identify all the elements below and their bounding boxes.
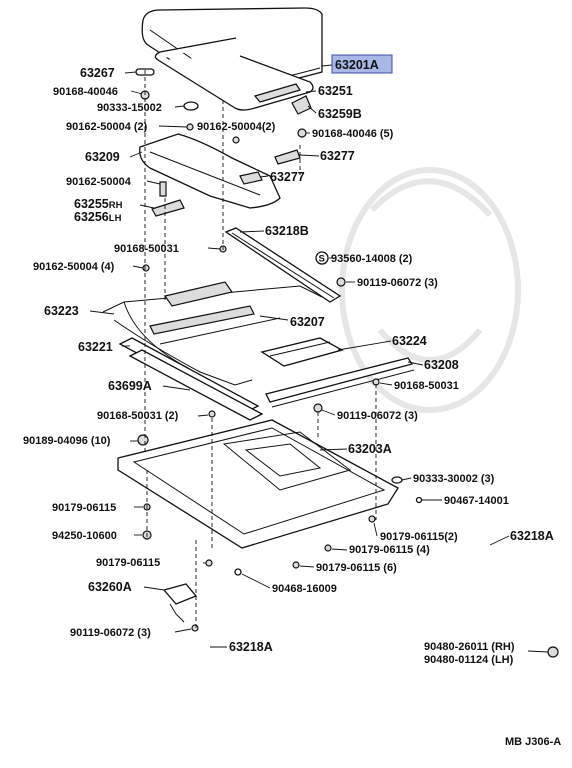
- clamp-90468-16009[interactable]: [234, 568, 242, 576]
- label-90179-06115-b[interactable]: 90179-06115: [96, 557, 160, 569]
- label-63201a[interactable]: 63201A: [335, 58, 379, 72]
- s-symbol-text: S: [319, 254, 325, 265]
- screw-90162-50004[interactable]: [159, 181, 167, 197]
- watermark-logo: [339, 167, 521, 413]
- rail-63208[interactable]: [265, 357, 414, 403]
- label-90179-06115-a[interactable]: 90179-06115: [52, 502, 116, 514]
- label-63251[interactable]: 63251: [318, 84, 353, 98]
- label-63267[interactable]: 63267: [80, 66, 115, 80]
- label-90333-30002[interactable]: 90333-30002 (3): [413, 473, 495, 485]
- label-90119-06072-b[interactable]: 90119-06072 (3): [337, 410, 418, 422]
- label-93560-14008[interactable]: 93560-14008 (2): [331, 253, 413, 265]
- bolt-90179-06115-2[interactable]: [368, 515, 376, 523]
- s-symbol: [315, 251, 329, 265]
- label-90179-06115-2[interactable]: 90179-06115(2): [380, 531, 458, 543]
- label-90480-01124[interactable]: 90480-01124 (LH): [424, 654, 514, 666]
- motor-63260a[interactable]: [162, 583, 198, 623]
- label-90179-06115-4[interactable]: 90179-06115 (4): [349, 544, 430, 556]
- clip-90189-04096[interactable]: [137, 434, 149, 446]
- bolt-90179-06115-6[interactable]: [292, 561, 300, 569]
- label-63223[interactable]: 63223: [44, 304, 79, 318]
- bracket-63255-63256[interactable]: [151, 199, 185, 217]
- washer-90333-15002[interactable]: [183, 101, 199, 111]
- screw-90162-50004-4[interactable]: [142, 264, 150, 272]
- clamp-90467-14001[interactable]: [415, 496, 423, 504]
- label-90179-06115-6[interactable]: 90179-06115 (6): [316, 562, 397, 574]
- label-90168-50031-b[interactable]: 90168-50031: [394, 380, 459, 392]
- handle-63277-a[interactable]: [274, 149, 301, 165]
- drain-hose-right-inner: [421, 503, 559, 646]
- label-63256-number: 63256: [74, 210, 109, 224]
- guide-rail-63221[interactable]: [118, 337, 264, 421]
- highlight-box-63201a: [331, 54, 393, 74]
- bolt-90119-06072-c[interactable]: [191, 624, 199, 632]
- slider-upper[interactable]: [163, 281, 234, 307]
- label-63256[interactable]: 63256LH: [74, 210, 122, 224]
- label-90162-50004-2b[interactable]: 90162-50004(2): [197, 121, 276, 133]
- label-63218b[interactable]: 63218B: [265, 224, 309, 238]
- label-63277-a[interactable]: 63277: [320, 149, 355, 163]
- label-63256-suffix: LH: [109, 213, 122, 224]
- rail-63208-edge: [271, 369, 415, 408]
- rail-63207[interactable]: [149, 305, 255, 335]
- mechanism-63224[interactable]: [260, 337, 344, 367]
- label-63255[interactable]: 63255RH: [74, 197, 123, 211]
- label-63260a[interactable]: 63260A: [88, 580, 132, 594]
- label-90162-50004[interactable]: 90162-50004: [66, 176, 132, 188]
- label-90168-50031-2[interactable]: 90168-50031 (2): [97, 410, 179, 422]
- mechanism-63224-detail: [269, 341, 331, 357]
- drain-hose-bottom-inner: [197, 577, 235, 721]
- label-63699a[interactable]: 63699A: [108, 379, 152, 393]
- washer-90333-30002[interactable]: [391, 476, 403, 484]
- label-63209[interactable]: 63209: [85, 150, 120, 164]
- housing-frame-63203a[interactable]: [117, 419, 399, 549]
- label-63221[interactable]: 63221: [78, 340, 113, 354]
- label-90189-04096[interactable]: 90189-04096 (10): [23, 435, 111, 447]
- screw-90168-50031-2[interactable]: [208, 410, 216, 418]
- alignment-lines: [144, 70, 377, 628]
- drain-hose-right[interactable]: [421, 503, 559, 646]
- label-90168-50031-a[interactable]: 90168-50031: [114, 243, 179, 255]
- bolt-90179-06115-4[interactable]: [324, 544, 332, 552]
- label-63207[interactable]: 63207: [290, 315, 325, 329]
- label-90119-06072-a[interactable]: 90119-06072 (3): [357, 277, 438, 289]
- bolt-90168-40046-5[interactable]: [297, 128, 307, 138]
- label-90119-06072-c[interactable]: 90119-06072 (3): [70, 627, 151, 639]
- label-63277-b[interactable]: 63277: [270, 170, 305, 184]
- label-90162-50004-4[interactable]: 90162-50004 (4): [33, 261, 115, 273]
- screw-90162-50004-2b[interactable]: [232, 136, 240, 144]
- handle-63277-b[interactable]: [239, 171, 263, 185]
- label-90333-15002[interactable]: 90333-15002: [97, 102, 162, 114]
- bolt-90119-06072-b[interactable]: [313, 403, 323, 413]
- label-90168-40046-5[interactable]: 90168-40046 (5): [312, 128, 394, 140]
- bolt-90119-06072-a[interactable]: [336, 277, 346, 287]
- screw-90162-50004-2a[interactable]: [186, 123, 194, 131]
- label-63255-suffix: RH: [109, 200, 123, 211]
- label-63218a-right[interactable]: 63218A: [510, 529, 554, 543]
- grommet-90480[interactable]: [547, 646, 559, 658]
- label-63255-number: 63255: [74, 197, 109, 211]
- label-63259b[interactable]: 63259B: [318, 107, 362, 121]
- drive-cable-63223[interactable]: [102, 285, 323, 386]
- label-63218a-bottom[interactable]: 63218A: [229, 640, 273, 654]
- label-90168-40046-a[interactable]: 90168-40046: [53, 86, 118, 98]
- label-63224[interactable]: 63224: [392, 334, 427, 348]
- bolt-90179-06115-b[interactable]: [205, 559, 213, 567]
- label-90467-14001[interactable]: 90467-14001: [444, 495, 509, 507]
- label-63208[interactable]: 63208: [424, 358, 459, 372]
- leader-lines: [89, 64, 549, 653]
- bracket-63259b[interactable]: [291, 95, 312, 115]
- label-63203a[interactable]: 63203A: [348, 442, 392, 456]
- rail-63207-edge: [159, 317, 281, 345]
- label-90162-50004-2a[interactable]: 90162-50004 (2): [66, 121, 148, 133]
- label-94250-10600[interactable]: 94250-10600: [52, 530, 117, 542]
- drive-rail-63218b[interactable]: [224, 227, 342, 303]
- sunshade-part[interactable]: [139, 133, 281, 209]
- footer-code: MB J306-A: [505, 736, 561, 748]
- label-90480-26011[interactable]: 90480-26011 (RH): [424, 641, 515, 653]
- label-90468-16009[interactable]: 90468-16009: [272, 583, 337, 595]
- panel-frame-part[interactable]: [154, 37, 314, 111]
